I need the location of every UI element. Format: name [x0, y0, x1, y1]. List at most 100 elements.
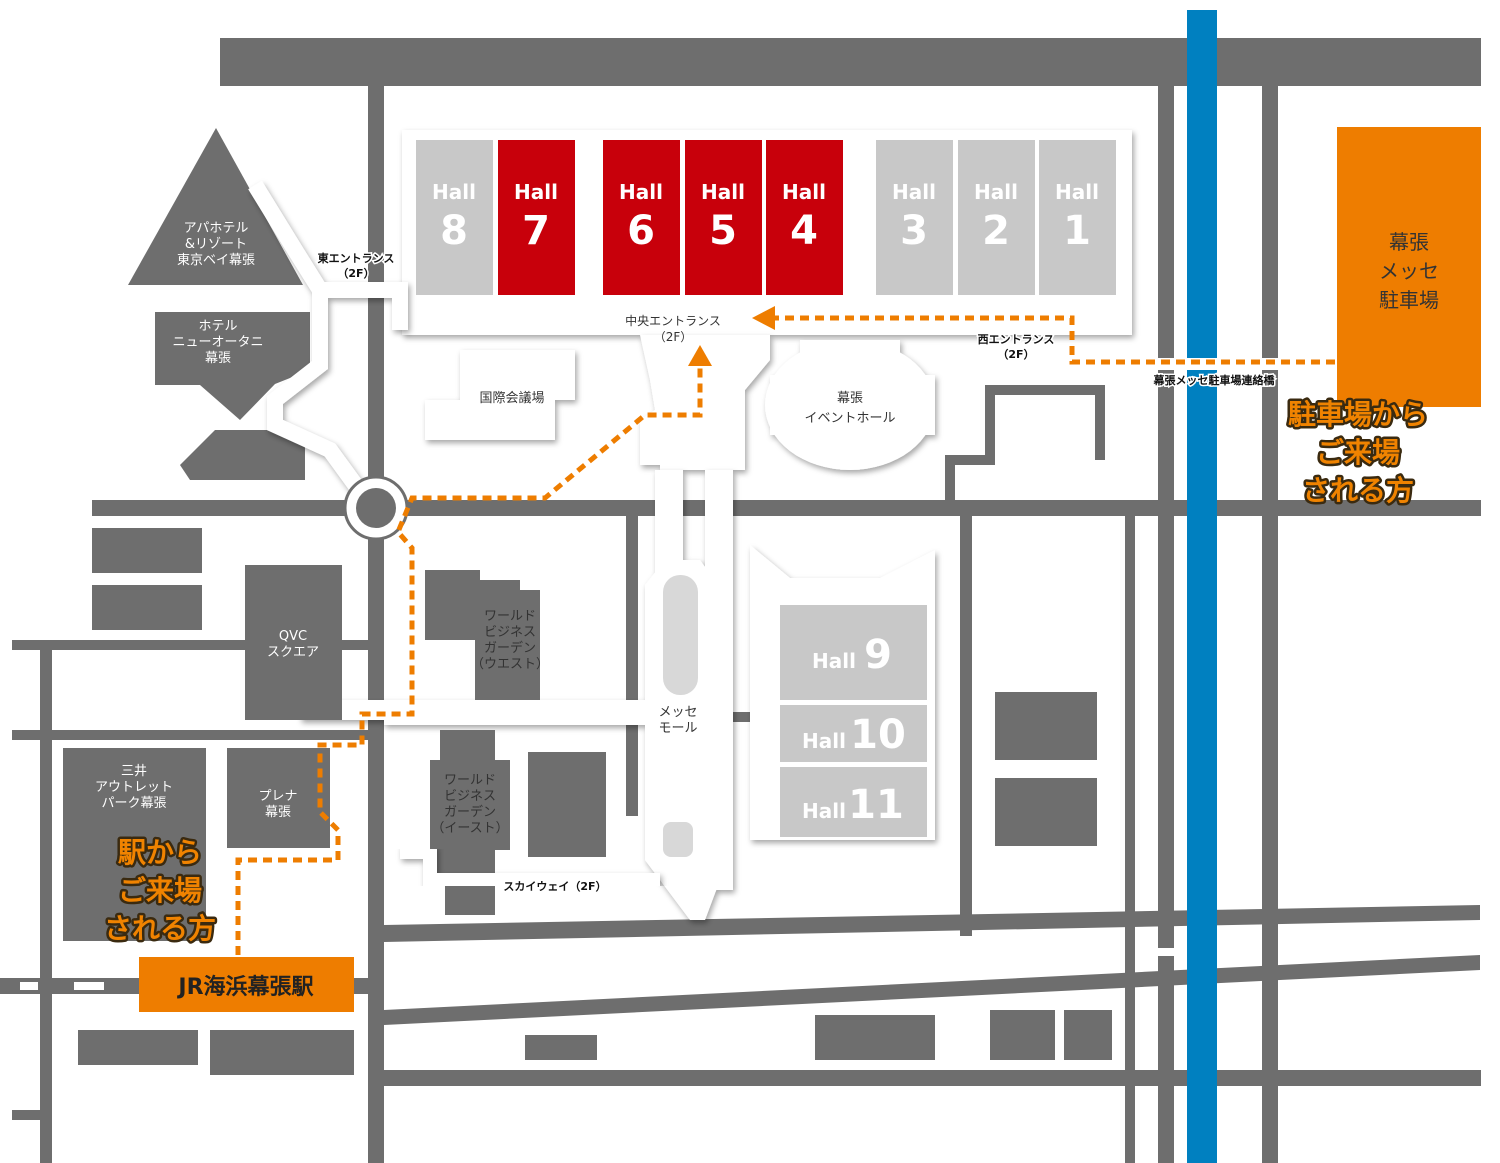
- hall-6-block[interactable]: [603, 140, 680, 295]
- hall-8-number: 8: [440, 208, 468, 254]
- hall-7-word: Hall: [514, 180, 558, 204]
- from-station-label-2: ご来場: [118, 874, 202, 907]
- mitsui-outlet-label-3: パーク幕張: [101, 796, 166, 811]
- mall-inner-oval: [663, 575, 698, 695]
- wbg-east-label-2: ビジネス: [444, 789, 496, 804]
- skyway-walkway: [400, 845, 660, 887]
- wbg-west-label-1: ワールド: [484, 609, 536, 624]
- hall-7-block[interactable]: [498, 140, 575, 295]
- messe-mall-label-1: メッセ: [658, 705, 697, 720]
- plena-label-2: 幕張: [265, 805, 291, 820]
- route-from-station: [235, 368, 703, 955]
- parking-bridge-label: 幕張メッセ駐車場連絡橋: [1153, 373, 1276, 387]
- route-from-parking: [775, 315, 1335, 365]
- mitsui-outlet-label-1: 三井: [121, 764, 147, 779]
- hall-3-word: Hall: [892, 180, 936, 204]
- wbg-west-building: [425, 570, 540, 700]
- parking-label-1: 幕張: [1389, 230, 1429, 254]
- hall-2-number: 2: [982, 208, 1010, 254]
- conference-hall-label: 国際会議場: [479, 391, 544, 406]
- hall-11-number: 11: [848, 782, 904, 828]
- wbg-east-label-3: ガーデン: [444, 804, 496, 820]
- hall-1-block[interactable]: [1039, 140, 1116, 295]
- hall-4-number: 4: [790, 208, 818, 254]
- river: [1187, 10, 1217, 1163]
- skyway-label: スカイウェイ（2F）: [503, 880, 606, 893]
- hall-11-word: Hall: [802, 799, 846, 823]
- hall-3-block[interactable]: [876, 140, 953, 295]
- from-station-label-3: される方: [104, 912, 216, 945]
- hall-2-word: Hall: [974, 180, 1018, 204]
- wbg-east-label-4: （イースト）: [431, 821, 508, 836]
- new-otani-building: [155, 312, 310, 420]
- roundabout-center: [356, 488, 396, 528]
- hotel-building-small: [180, 430, 305, 480]
- wbg-east-building: [430, 730, 510, 915]
- hall-5-number: 5: [709, 208, 737, 254]
- central-concourse: [640, 335, 770, 470]
- plena-label-1: プレナ: [258, 789, 297, 804]
- hall-8-block[interactable]: [416, 140, 493, 295]
- hall-4-word: Hall: [782, 180, 826, 204]
- messe-mall-label-2: モール: [658, 721, 697, 736]
- hall-8-word: Hall: [432, 180, 476, 204]
- event-hall-building: [765, 340, 935, 470]
- railway-dashes: [20, 932, 1464, 990]
- hall-9-number: 9: [864, 632, 892, 678]
- mall-inner-octagon: [663, 822, 693, 857]
- apa-hotel-label-1: アパホテル: [184, 221, 249, 236]
- hall-2-block[interactable]: [958, 140, 1035, 295]
- hall-5-block[interactable]: [685, 140, 762, 295]
- wbg-east-label-1: ワールド: [444, 773, 496, 788]
- hall-10-word: Hall: [802, 729, 846, 753]
- hall-6-number: 6: [627, 208, 655, 254]
- hotel-walkway: [248, 180, 408, 510]
- east-entrance-label-2: （2F）: [337, 267, 374, 280]
- apa-hotel-label-2: &リゾート: [185, 237, 247, 252]
- parking-building[interactable]: [1337, 127, 1481, 407]
- hall-9-block[interactable]: [780, 605, 927, 700]
- hall-labels-top: Hall 8 Hall 7 Hall 6 Hall 5 Hall 4 Hall …: [432, 180, 1099, 254]
- route-arrow-up: [688, 345, 712, 366]
- wbg-west-label-4: （ウエスト）: [471, 657, 549, 672]
- small-building-outline: [945, 385, 1105, 500]
- west-entrance-label-1: 西エントランス: [978, 333, 1055, 346]
- parking-label-2: メッセ: [1379, 259, 1439, 283]
- jr-station-label: JR海浜幕張駅: [176, 974, 313, 1000]
- hall-11-block[interactable]: [780, 767, 927, 837]
- apa-hotel-label-3: 東京ベイ幕張: [177, 252, 255, 268]
- qvc-label-2: スクエア: [267, 645, 319, 660]
- qvc-label-1: QVC: [279, 629, 307, 644]
- wbg-west-label-3: ガーデン: [484, 640, 536, 656]
- event-hall-label-1: 幕張: [837, 391, 863, 406]
- hall-10-block[interactable]: [780, 705, 927, 762]
- from-station-label-1: 駅から: [118, 836, 202, 869]
- hall-6-word: Hall: [619, 180, 663, 204]
- hall-10-number: 10: [850, 712, 906, 758]
- apa-hotel-building: [128, 128, 303, 285]
- hall-5-word: Hall: [701, 180, 745, 204]
- new-otani-label-3: 幕張: [205, 351, 231, 366]
- event-hall-label-2: イベントホール: [804, 411, 895, 426]
- from-parking-label-1: 駐車場から: [1288, 398, 1428, 431]
- central-entrance-label-1: 中央エントランス: [625, 313, 721, 328]
- from-parking-label-3: される方: [1302, 474, 1414, 507]
- mitsui-outlet-label-2: アウトレット: [95, 780, 173, 795]
- hall-1-word: Hall: [1055, 180, 1099, 204]
- jr-station-box[interactable]: [139, 957, 354, 1012]
- central-entrance-label-2: （2F）: [654, 330, 693, 344]
- wbg-west-label-2: ビジネス: [484, 625, 536, 640]
- city-blocks: [63, 528, 1112, 1075]
- new-otani-label-1: ホテル: [198, 319, 237, 334]
- hall-7-number: 7: [522, 208, 550, 254]
- conference-hall-building: [425, 350, 575, 440]
- hall-9-word: Hall: [812, 649, 856, 673]
- parking-label-3: 駐車場: [1379, 288, 1439, 312]
- west-entrance-label-2: （2F）: [997, 348, 1034, 361]
- route-arrow-left: [752, 306, 775, 330]
- hall-3-number: 3: [900, 208, 928, 254]
- hall-4-block[interactable]: [766, 140, 843, 295]
- new-otani-label-2: ニューオータニ: [172, 335, 263, 350]
- east-entrance-label-1: 東エントランス: [318, 251, 395, 265]
